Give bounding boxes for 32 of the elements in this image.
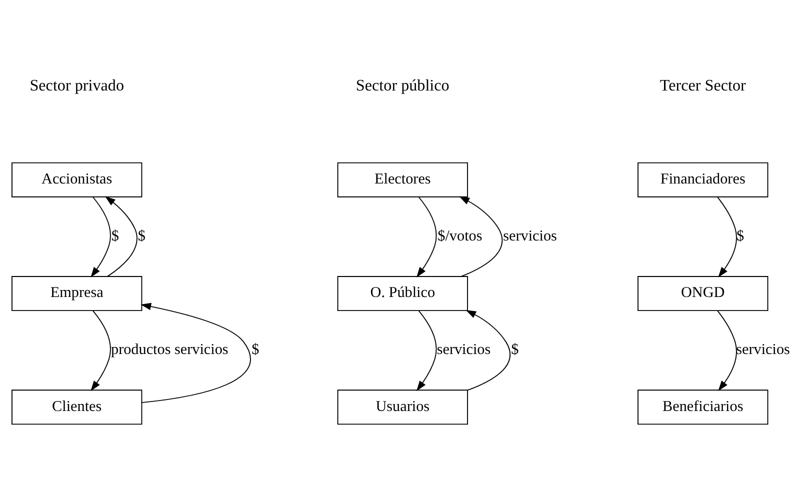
edge-label: $ [252, 340, 260, 358]
arrow [416, 310, 437, 392]
arrow [90, 310, 111, 392]
edge-label: $/votos [438, 227, 482, 244]
edge-label: servicios [736, 340, 790, 358]
arrow [416, 196, 437, 278]
label: Sector privado [30, 77, 124, 94]
arrow [140, 302, 251, 404]
node-box: O. Público [337, 276, 468, 312]
edge-label: $ [511, 340, 519, 358]
edge-label: $ [111, 227, 120, 244]
edge-label: productos servicios [111, 340, 228, 358]
arrow [459, 196, 503, 277]
node-box: Clientes [12, 390, 142, 425]
arrow [105, 196, 138, 277]
edge-label: $ [138, 227, 146, 244]
node-box: Usuarios [337, 390, 468, 425]
node-box: Financiadores [638, 162, 768, 198]
node-box: Electores [337, 162, 468, 198]
arrow [90, 196, 111, 278]
edge-label: $ [736, 227, 744, 244]
arrow [717, 196, 737, 278]
edge-label: servicios [436, 340, 491, 358]
node-box: Beneficiarios [638, 390, 768, 425]
edge-label: servicios [503, 227, 557, 244]
node-box: Accionistas [12, 162, 142, 198]
node-box: Empresa [12, 276, 142, 312]
label: Tercer Sector [660, 77, 746, 94]
label: Sector público [356, 77, 450, 94]
arrow [717, 310, 737, 392]
node-box: ONGD [638, 276, 768, 312]
arrow [466, 310, 510, 391]
